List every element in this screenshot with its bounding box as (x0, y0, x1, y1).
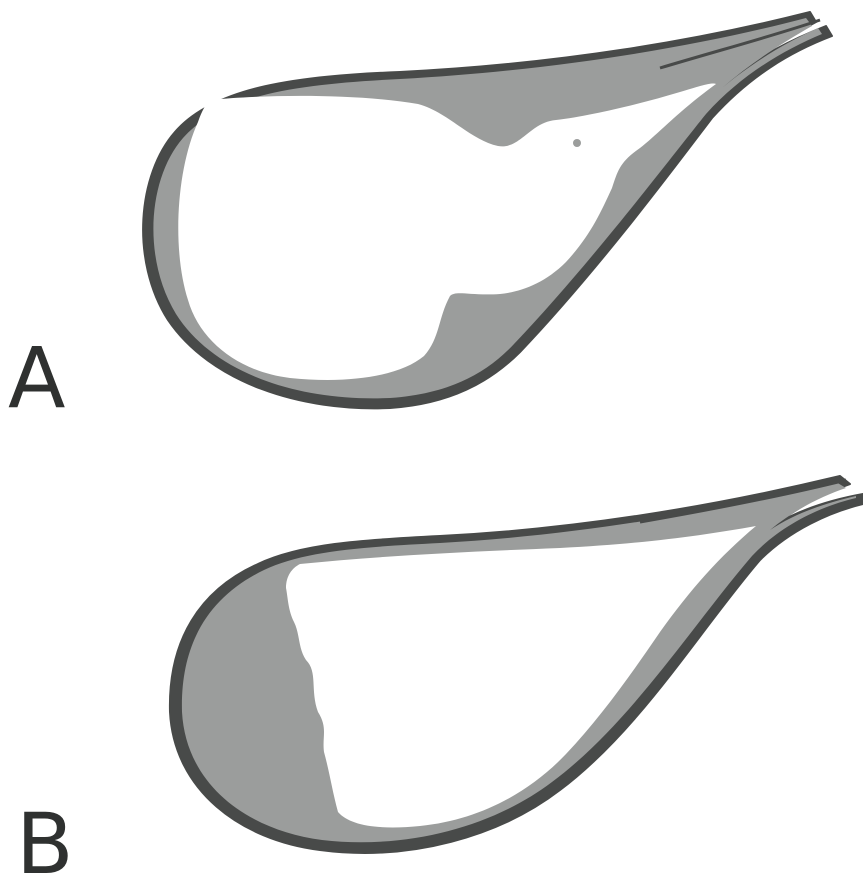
panel-b-lumen (286, 526, 756, 827)
panel-a-speck (573, 139, 581, 147)
panel-b-drawing (170, 476, 863, 853)
panel-a-drawing (143, 12, 832, 408)
panel-a-label: A (8, 336, 65, 420)
panel-b-label: B (16, 802, 74, 886)
